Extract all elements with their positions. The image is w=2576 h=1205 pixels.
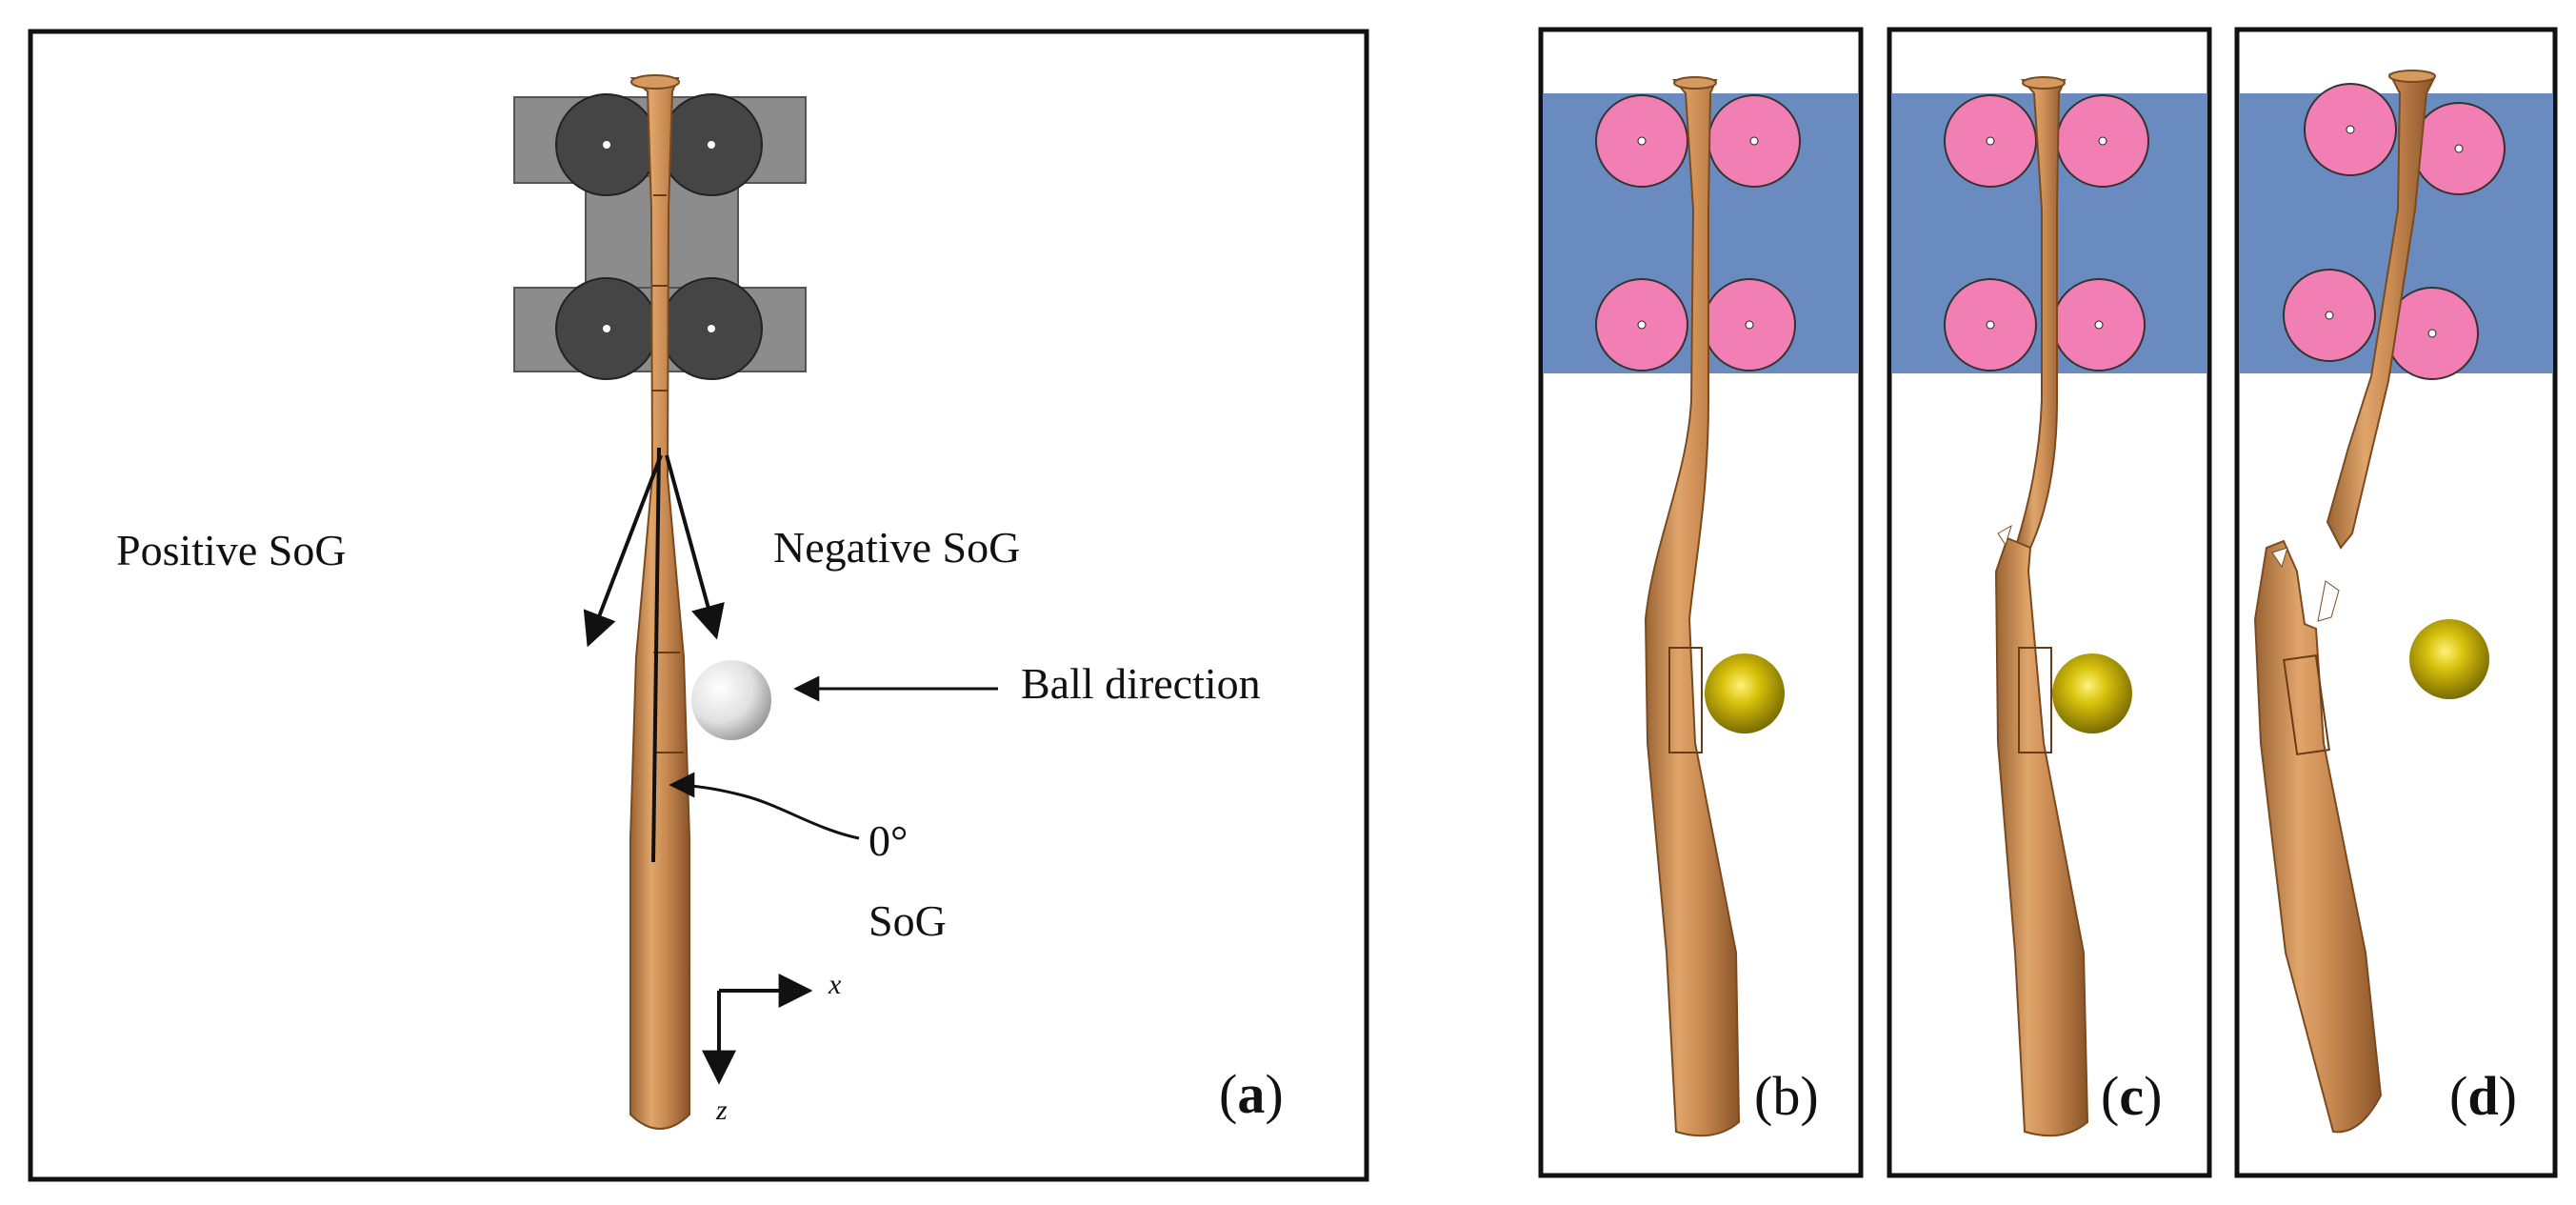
roller-c-3-center: [1986, 320, 1995, 330]
panel-a: Positive SoG Negative SoG Ball direction…: [28, 29, 1369, 1182]
roller-b-4-center: [1745, 320, 1754, 330]
x-axis-label: x: [828, 969, 842, 1000]
bat-a-body: [629, 77, 690, 1130]
z-axis-label: z: [715, 1095, 728, 1126]
bat-b-knob: [1673, 76, 1717, 90]
bat-d-splinter: [2317, 580, 2340, 622]
negative-sog-label: Negative SoG: [773, 523, 1020, 572]
roller-a-4-center: [708, 325, 715, 332]
roller-a-3-center: [603, 325, 610, 332]
bat-b-mark: [1668, 647, 1703, 753]
panel-b-label: (b): [1754, 1065, 1819, 1127]
bat-d-crack: [2271, 547, 2288, 569]
roller-a-1-center: [603, 141, 610, 149]
bat-c-knob: [2022, 76, 2066, 90]
ball-a: [691, 660, 771, 740]
ball-b: [1705, 653, 1785, 733]
bat-d-upper: [2326, 72, 2436, 550]
ball-c: [2052, 653, 2132, 733]
roller-c-1-center: [1986, 136, 1995, 146]
panel-a-label: (a): [1219, 1063, 1284, 1125]
sog-label: SoG: [869, 896, 947, 945]
roller-c-4-center: [2094, 320, 2104, 330]
panel-d-label: (d): [2449, 1065, 2517, 1127]
roller-d-2-center: [2454, 144, 2464, 153]
panel-c: (c): [1887, 27, 2212, 1178]
negative-sog-arrow: [665, 454, 725, 640]
ball-d: [2409, 619, 2489, 699]
bat-d-lower: [2253, 539, 2383, 1134]
roller-b-2-center: [1749, 136, 1759, 146]
panel-d: (d): [2234, 27, 2558, 1178]
roller-c-2-center: [2098, 136, 2107, 146]
panel-c-label: (c): [2101, 1065, 2162, 1127]
roller-d-1-center: [2346, 125, 2355, 134]
positive-sog-label: Positive SoG: [116, 526, 347, 574]
roller-a-2-center: [708, 141, 715, 149]
panel-b: (b): [1538, 27, 1864, 1178]
roller-d-4-center: [2427, 329, 2437, 338]
zero-sog-line: [651, 447, 661, 863]
bat-d-mark: [2283, 653, 2330, 756]
roller-b-1-center: [1637, 136, 1647, 146]
bat-a: [629, 74, 690, 1130]
zero-degree-label: 0°: [869, 816, 908, 865]
ball-direction-label: Ball direction: [1021, 659, 1261, 708]
zero-sog-leader: [669, 772, 860, 840]
positive-sog-arrow: [583, 454, 663, 648]
bat-c-crack: [1997, 524, 2012, 547]
bat-b: [1644, 79, 1741, 1137]
bat-c-mark: [2018, 647, 2052, 753]
bat-a-knob: [630, 74, 680, 90]
bat-d-knob: [2388, 70, 2436, 83]
roller-b-3-center: [1637, 320, 1647, 330]
roller-d-3-center: [2325, 311, 2334, 320]
